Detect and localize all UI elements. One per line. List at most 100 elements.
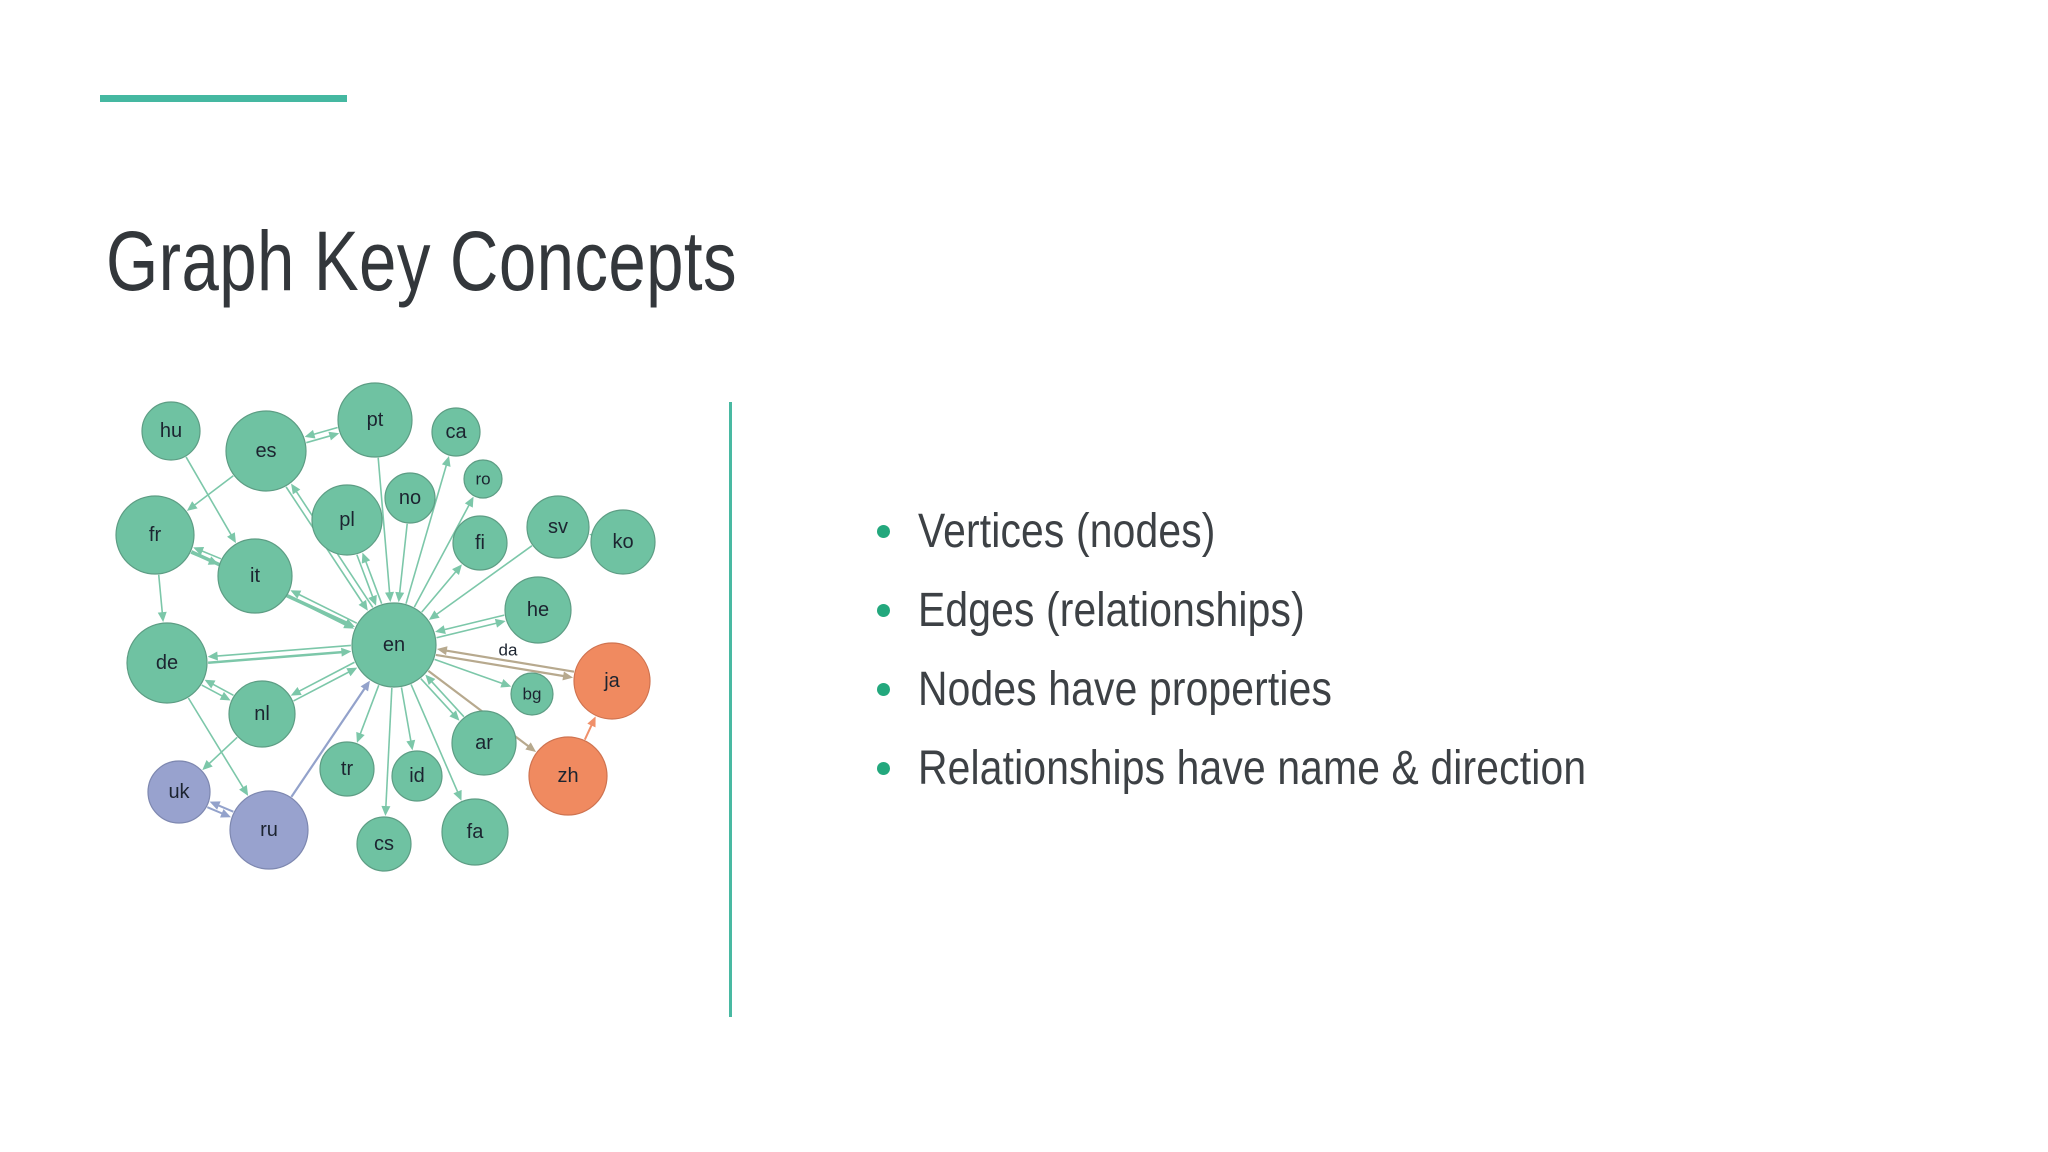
graph-arrowhead-es-pt bbox=[328, 431, 340, 441]
graph-edge-ja-en bbox=[442, 648, 575, 673]
graph-edge-en-it bbox=[295, 592, 358, 624]
graph-node-de bbox=[126, 622, 208, 704]
graph-arrowhead-en-fa bbox=[453, 789, 462, 801]
graph-edge-fr-de bbox=[157, 574, 164, 617]
graph-edge-he-en bbox=[440, 614, 505, 632]
graph-arrowhead-de-nl bbox=[219, 691, 231, 701]
graph-arrowhead-es-en bbox=[358, 599, 368, 611]
graph-edge-en-nl bbox=[295, 661, 355, 694]
graph-arrowhead-it-fr bbox=[193, 547, 205, 556]
graph-edge-en-ja bbox=[435, 653, 568, 678]
bullet-text: Vertices (nodes) bbox=[918, 505, 1216, 558]
graph-arrowhead-fr-de bbox=[157, 611, 167, 623]
graph-edge-de-nl bbox=[201, 684, 226, 699]
bullet-text: Edges (relationships) bbox=[918, 584, 1305, 637]
graph-node-label-es: es bbox=[255, 440, 276, 462]
graph-node-label-ca: ca bbox=[445, 421, 467, 443]
graph-node-uk bbox=[147, 760, 211, 824]
graph-node-he bbox=[504, 576, 572, 644]
graph-node-cs bbox=[356, 816, 412, 872]
graph-edge-sv-en bbox=[433, 545, 533, 618]
graph-node-label-ru: ru bbox=[260, 819, 278, 841]
graph-node-ru bbox=[229, 790, 309, 870]
graph-node-ja bbox=[573, 642, 651, 720]
graph-arrowhead-en-ja bbox=[562, 671, 574, 681]
graph-node-label-en: en bbox=[383, 634, 405, 656]
graph-node-label-zh: zh bbox=[557, 765, 578, 787]
graph-edge-en-pl bbox=[363, 557, 383, 604]
graph-node-fa bbox=[441, 798, 509, 866]
bullet-text: Relationships have name & direction bbox=[918, 742, 1587, 795]
graph-node-es bbox=[225, 410, 307, 492]
graph-edge-en-fa bbox=[410, 684, 460, 796]
graph-edge-pt-es bbox=[310, 426, 338, 437]
bullet-dot-icon bbox=[877, 762, 890, 775]
graph-node-ko bbox=[590, 509, 656, 575]
graph-arrowhead-en-tr bbox=[356, 731, 365, 743]
graph-arrowhead-en-zh bbox=[525, 742, 537, 752]
accent-bar bbox=[100, 95, 347, 102]
graph-arrowhead-nl-uk bbox=[202, 759, 213, 771]
graph-edge-es-fr bbox=[191, 475, 234, 508]
graph-arrowhead-no-en bbox=[395, 591, 405, 603]
graph-arrowhead-en-it bbox=[290, 590, 302, 599]
graph-node-en bbox=[351, 602, 437, 688]
graph-edge-pt-en bbox=[377, 457, 391, 597]
graph-arrowhead-zh-ja bbox=[587, 716, 596, 728]
graph-edge-ru-en bbox=[290, 684, 368, 798]
graph-node-label-ja: ja bbox=[603, 670, 620, 692]
graph-edge-de-ru bbox=[187, 697, 246, 792]
graph-arrowhead-en-id bbox=[406, 739, 416, 751]
graph-arrowhead-es-fr bbox=[186, 501, 198, 511]
bullet-item: Nodes have properties bbox=[877, 650, 1704, 729]
graph-edge-en-ar bbox=[420, 678, 456, 717]
graph-node-pl bbox=[311, 484, 383, 556]
bullet-list: Vertices (nodes) Edges (relationships) Nod… bbox=[877, 492, 1704, 808]
graph-node-label-pl: pl bbox=[339, 509, 355, 531]
graph-arrowhead-en-he bbox=[494, 618, 506, 628]
graph-arrowhead-uk-ru bbox=[220, 809, 231, 818]
graph-edge-it-fr bbox=[198, 548, 222, 560]
graph-arrowhead-en-ro bbox=[464, 496, 474, 508]
graph-arrowhead-en-ca bbox=[441, 456, 451, 467]
graph-node-label-fa: fa bbox=[467, 821, 485, 843]
bullet-dot-icon bbox=[877, 525, 890, 538]
graph-arrowhead-en-nl bbox=[290, 686, 302, 696]
graph-arrowhead-pt-en bbox=[385, 591, 395, 603]
graph-edge-nl-uk bbox=[206, 736, 238, 767]
graph-node-label-it: it bbox=[250, 565, 260, 587]
graph-arrowhead-en-cs bbox=[381, 805, 391, 817]
graph-node-pt bbox=[337, 382, 413, 458]
graph-arrowhead-de-ru bbox=[239, 784, 249, 796]
graph-node-nl bbox=[228, 680, 296, 748]
bullet-text: Nodes have properties bbox=[918, 663, 1333, 716]
graph-node-label-ro: ro bbox=[475, 470, 490, 489]
page-title: Graph Key Concepts bbox=[106, 214, 737, 309]
graph-arrowhead-hu-it bbox=[227, 532, 236, 544]
graph-node-label-ar: ar bbox=[475, 732, 493, 754]
graph-arrowhead-ja-en bbox=[436, 646, 448, 656]
graph-node-ar bbox=[451, 710, 517, 776]
graph-node-label-nl: nl bbox=[254, 703, 270, 725]
graph-arrowhead-pt-es bbox=[304, 429, 316, 439]
graph-node-fr bbox=[115, 495, 195, 575]
graph-arrowhead-ar-en bbox=[425, 674, 436, 686]
graph-edge-en-id bbox=[400, 687, 413, 745]
graph-node-label-bg: bg bbox=[523, 685, 542, 704]
graph-edge-en-de bbox=[213, 644, 351, 658]
graph-node-label-hu: hu bbox=[160, 420, 182, 442]
graph-edge-ar-en bbox=[428, 678, 465, 718]
graph-edge-en-he bbox=[436, 621, 501, 639]
graph-node-label-sv: sv bbox=[548, 516, 568, 538]
graph-edge-de-en bbox=[208, 650, 346, 664]
graph-node-label-uk: uk bbox=[168, 781, 190, 803]
graph-edge-no-en bbox=[398, 523, 408, 597]
graph-node-label-ko: ko bbox=[612, 531, 633, 553]
graph-arrowhead-nl-en bbox=[346, 667, 358, 677]
bullet-item: Vertices (nodes) bbox=[877, 492, 1704, 571]
graph-node-sv bbox=[526, 495, 590, 559]
graph-node-label-no: no bbox=[399, 487, 421, 509]
graph-arrowhead-nl-de bbox=[204, 679, 216, 689]
